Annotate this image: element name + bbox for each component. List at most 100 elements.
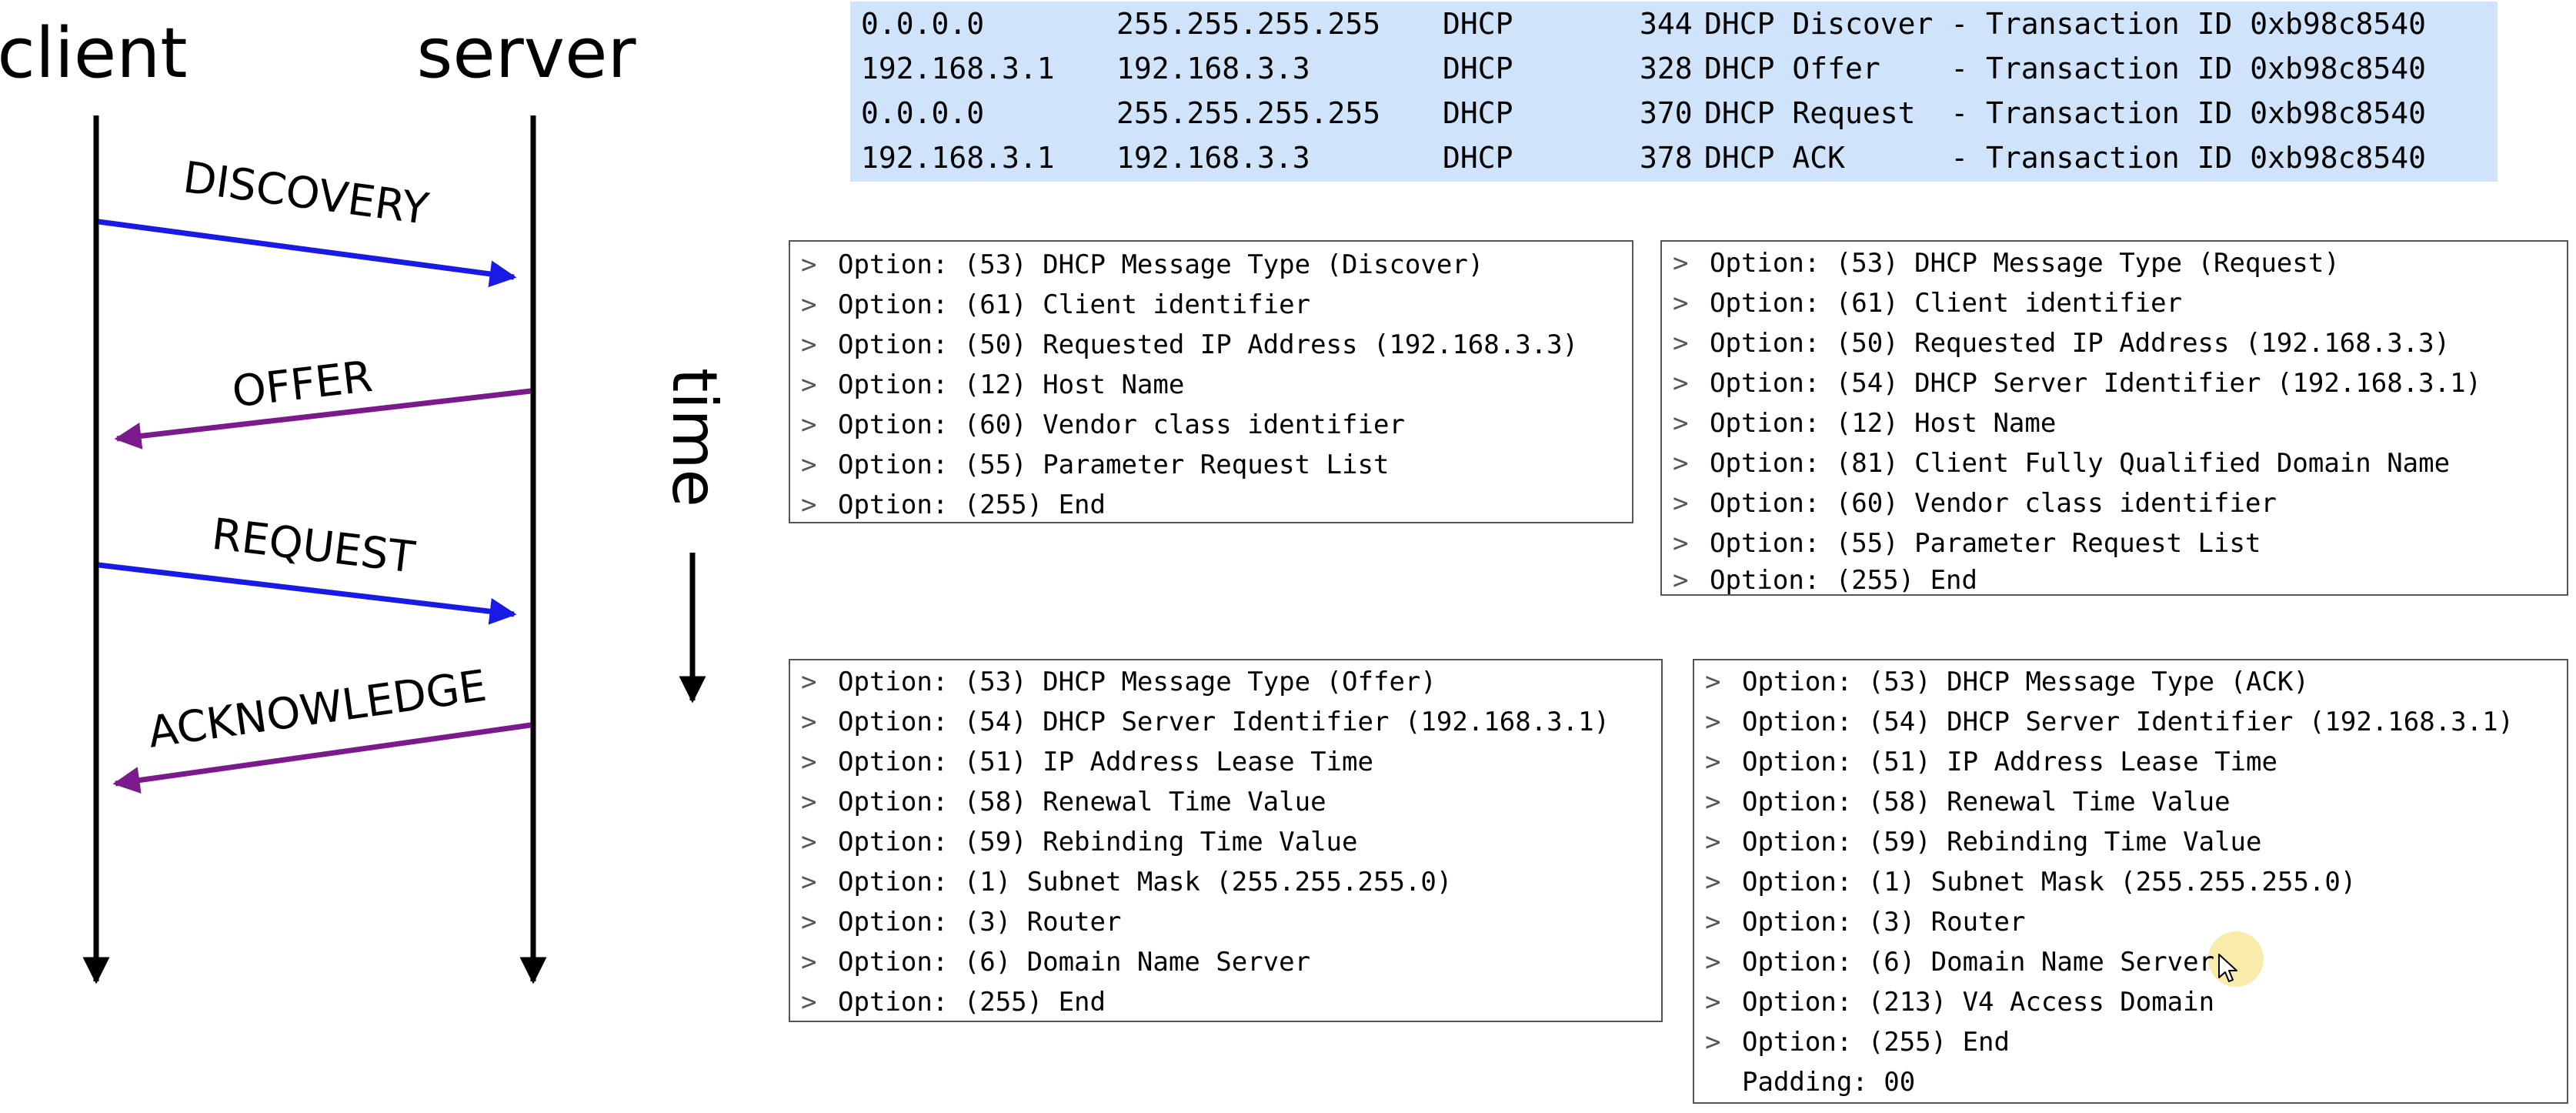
option-text: Option: (59) Rebinding Time Value [1742, 827, 2262, 857]
expand-chevron-icon[interactable]: > [801, 787, 817, 817]
expand-chevron-icon[interactable]: > [1705, 827, 1721, 857]
option-text: Option: (51) IP Address Lease Time [1742, 747, 2277, 777]
packet-protocol: DHCP [1443, 52, 1513, 85]
request-arrow [98, 562, 517, 625]
packet-length: 344 [1640, 7, 1693, 41]
option-text: Option: (3) Router [838, 907, 1122, 938]
expand-chevron-icon[interactable]: > [801, 369, 817, 400]
expand-chevron-icon[interactable]: > [801, 707, 817, 737]
packet-source: 192.168.3.1 [861, 141, 1055, 175]
packet-row-ack[interactable]: 192.168.3.1 192.168.3.3 DHCP 378 DHCP AC… [850, 135, 2426, 180]
option-text: Option: (53) DHCP Message Type (Offer) [838, 667, 1436, 697]
option-text: Option: (53) DHCP Message Type (Request) [1710, 248, 2340, 279]
expand-chevron-icon[interactable]: > [1705, 667, 1721, 697]
option-text: Option: (50) Requested IP Address (192.1… [838, 329, 1579, 360]
packet-destination: 255.255.255.255 [1116, 96, 1381, 130]
expand-chevron-icon[interactable]: > [1673, 408, 1689, 439]
ack-options-panel: > Option: (53) DHCP Message Type (ACK) > O… [1693, 659, 2568, 1104]
packet-row-offer[interactable]: 192.168.3.1 192.168.3.3 DHCP 328 DHCP Of… [850, 46, 2426, 91]
expand-chevron-icon[interactable]: > [1705, 1027, 1721, 1058]
packet-info: DHCP Discover - Transaction ID 0xb98c854… [1704, 7, 2426, 41]
option-text: Option: (255) End [838, 490, 1106, 520]
expand-chevron-icon[interactable]: > [801, 987, 817, 1018]
option-text: Option: (255) End [838, 987, 1106, 1018]
packet-protocol: DHCP [1443, 141, 1513, 175]
expand-chevron-icon[interactable]: > [801, 907, 817, 938]
packet-info: DHCP Request - Transaction ID 0xb98c8540 [1704, 96, 2426, 130]
option-text: Option: (54) DHCP Server Identifier (192… [1710, 368, 2482, 399]
option-text: Option: (1) Subnet Mask (255.255.255.0) [838, 867, 1453, 897]
expand-chevron-icon[interactable]: > [1705, 907, 1721, 938]
expand-chevron-icon[interactable]: > [1673, 288, 1689, 319]
option-text: Option: (55) Parameter Request List [1710, 528, 2261, 559]
acknowledge-arrow [112, 722, 532, 794]
time-label: time [659, 368, 730, 507]
packet-destination: 255.255.255.255 [1116, 7, 1381, 41]
expand-chevron-icon[interactable]: > [1673, 248, 1689, 279]
expand-chevron-icon[interactable]: > [1705, 787, 1721, 817]
option-text: Option: (53) DHCP Message Type (ACK) [1742, 667, 2309, 697]
server-label: server [417, 13, 636, 94]
option-text: Option: (59) Rebinding Time Value [838, 827, 1358, 857]
request-options-panel: > Option: (53) DHCP Message Type (Request… [1660, 240, 2568, 596]
option-text: Option: (12) Host Name [1710, 408, 2057, 439]
expand-chevron-icon[interactable]: > [801, 827, 817, 857]
expand-chevron-icon[interactable]: > [801, 747, 817, 777]
packet-protocol: DHCP [1443, 96, 1513, 130]
expand-chevron-icon[interactable]: > [801, 289, 817, 320]
expand-chevron-icon[interactable]: > [1705, 707, 1721, 737]
packet-destination: 192.168.3.3 [1116, 141, 1310, 175]
option-text: Option: (3) Router [1742, 907, 2026, 938]
expand-chevron-icon[interactable]: > [1673, 328, 1689, 359]
packet-row-discover[interactable]: 0.0.0.0 255.255.255.255 DHCP 344 DHCP Di… [850, 2, 2426, 46]
mouse-cursor-icon [2218, 954, 2237, 982]
packet-length: 378 [1640, 141, 1693, 175]
acknowledge-label: ACKNOWLEDGE [145, 661, 490, 758]
expand-chevron-icon[interactable]: > [1673, 448, 1689, 479]
packet-list: 0.0.0.0 255.255.255.255 DHCP 344 DHCP Di… [850, 2, 2498, 182]
expand-chevron-icon[interactable]: > [801, 867, 817, 897]
expand-chevron-icon[interactable]: > [1705, 747, 1721, 777]
expand-chevron-icon[interactable]: > [1673, 368, 1689, 399]
expand-chevron-icon[interactable]: > [801, 409, 817, 440]
packet-source: 192.168.3.1 [861, 52, 1055, 85]
packet-length: 328 [1640, 52, 1693, 85]
offer-options-panel: >Option: (53) DHCP Message Type (Offer) … [789, 659, 1663, 1022]
packet-info: DHCP Offer - Transaction ID 0xb98c8540 [1704, 52, 2426, 85]
expand-chevron-icon[interactable]: > [801, 329, 817, 360]
packet-source: 0.0.0.0 [861, 7, 985, 41]
expand-chevron-icon[interactable]: > [1673, 565, 1689, 596]
expand-chevron-icon[interactable]: > [1705, 947, 1721, 978]
packet-row-request[interactable]: 0.0.0.0 255.255.255.255 DHCP 370 DHCP Re… [850, 91, 2426, 135]
option-text: Option: (6) Domain Name Server [838, 947, 1311, 978]
expand-chevron-icon[interactable]: > [801, 947, 817, 978]
expand-chevron-icon[interactable]: > [801, 490, 817, 520]
expand-chevron-icon[interactable]: > [1705, 867, 1721, 897]
option-text: Option: (81) Client Fully Qualified Doma… [1710, 448, 2451, 479]
offer-label: OFFER [229, 352, 375, 418]
option-text: Option: (51) IP Address Lease Time [838, 747, 1373, 777]
expand-chevron-icon[interactable]: > [1705, 987, 1721, 1018]
expand-chevron-icon[interactable]: > [1673, 528, 1689, 559]
expand-chevron-icon[interactable]: > [801, 249, 817, 280]
option-text: Option: (213) V4 Access Domain [1742, 987, 2215, 1018]
discover-options-panel: >Option: (53) DHCP Message Type (Discove… [789, 240, 1633, 523]
packet-protocol: DHCP [1443, 7, 1513, 41]
option-text: Option: (255) End [1742, 1027, 2010, 1058]
request-label: REQUEST [209, 510, 418, 583]
option-text: Option: (1) Subnet Mask (255.255.255.0) [1742, 867, 2357, 897]
offer-arrow [114, 388, 532, 450]
option-text: Option: (58) Renewal Time Value [1742, 787, 2231, 817]
dhcp-sequence-diagram: client server DISCOVERY OFFER REQUEST AC… [0, 13, 730, 984]
discovery-arrow [98, 219, 517, 288]
option-text: Option: (54) DHCP Server Identifier (192… [1742, 707, 2514, 737]
padding-text: Padding: 00 [1742, 1067, 1916, 1098]
packet-length: 370 [1640, 96, 1693, 130]
expand-chevron-icon[interactable]: > [801, 450, 817, 480]
option-text: Option: (6) Domain Name Server [1742, 947, 2215, 978]
option-text: Option: (12) Host Name [838, 369, 1185, 400]
expand-chevron-icon[interactable]: > [801, 667, 817, 697]
expand-chevron-icon[interactable]: > [1673, 488, 1689, 519]
client-label: client [0, 13, 188, 94]
cursor-highlight [2208, 931, 2264, 987]
